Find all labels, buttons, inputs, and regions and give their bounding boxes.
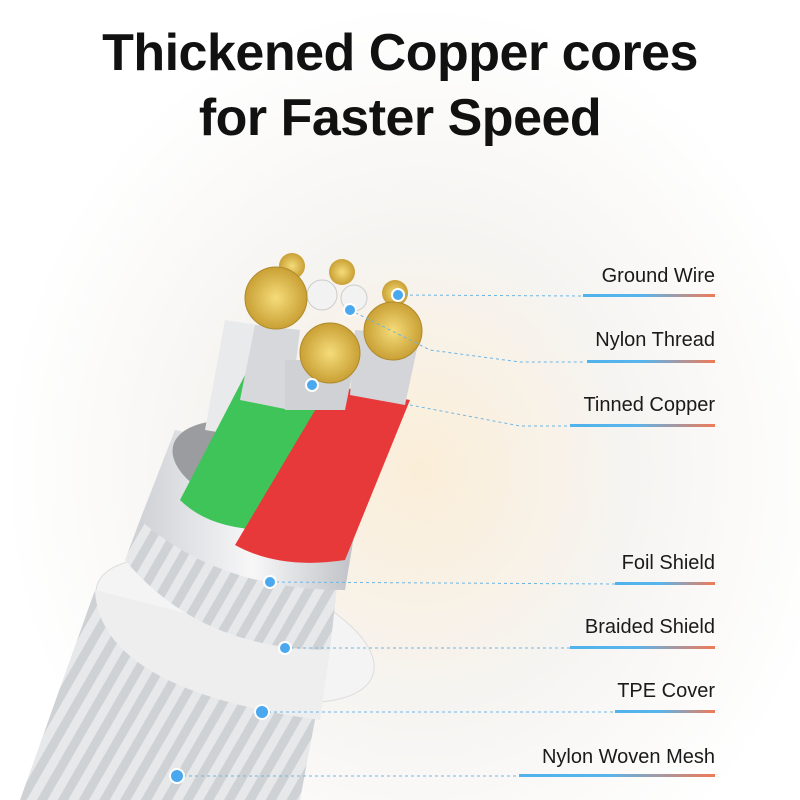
tinned-copper-dot <box>305 378 319 392</box>
underline-nylon-thread <box>587 360 715 363</box>
green-wire <box>180 375 325 530</box>
label-ground-wire: Ground Wire <box>601 265 715 287</box>
underline-foil-shield <box>615 582 715 585</box>
label-nylon-woven-mesh: Nylon Woven Mesh <box>541 746 715 768</box>
headline-line-2: for Faster Speed <box>198 89 602 147</box>
underline-ground-wire <box>583 294 715 297</box>
label-tinned-copper: Tinned Copper <box>583 394 715 416</box>
label-tpe-cover: TPE Cover <box>617 680 715 702</box>
callout-dots <box>169 288 405 784</box>
tpe-cover-dot <box>254 704 270 720</box>
braided-shield-dot <box>278 641 292 655</box>
label-foil-shield: Foil Shield <box>621 552 715 574</box>
underline-nylon-woven-mesh <box>519 774 715 777</box>
underline-tpe-cover <box>615 710 715 713</box>
ground-wire-dot <box>391 288 405 302</box>
nylon-thread-dot <box>343 303 357 317</box>
underline-tinned-copper <box>570 424 715 427</box>
headline-line-1: Thickened Copper cores <box>102 24 698 82</box>
label-nylon-thread: Nylon Thread <box>595 329 715 351</box>
red-wire <box>235 385 410 563</box>
underline-braided-shield <box>570 646 715 649</box>
leader-lines <box>177 294 616 777</box>
nylon-woven-mesh-dot <box>169 768 185 784</box>
foil-shield-dot <box>263 575 277 589</box>
label-braided-shield: Braided Shield <box>584 616 715 638</box>
